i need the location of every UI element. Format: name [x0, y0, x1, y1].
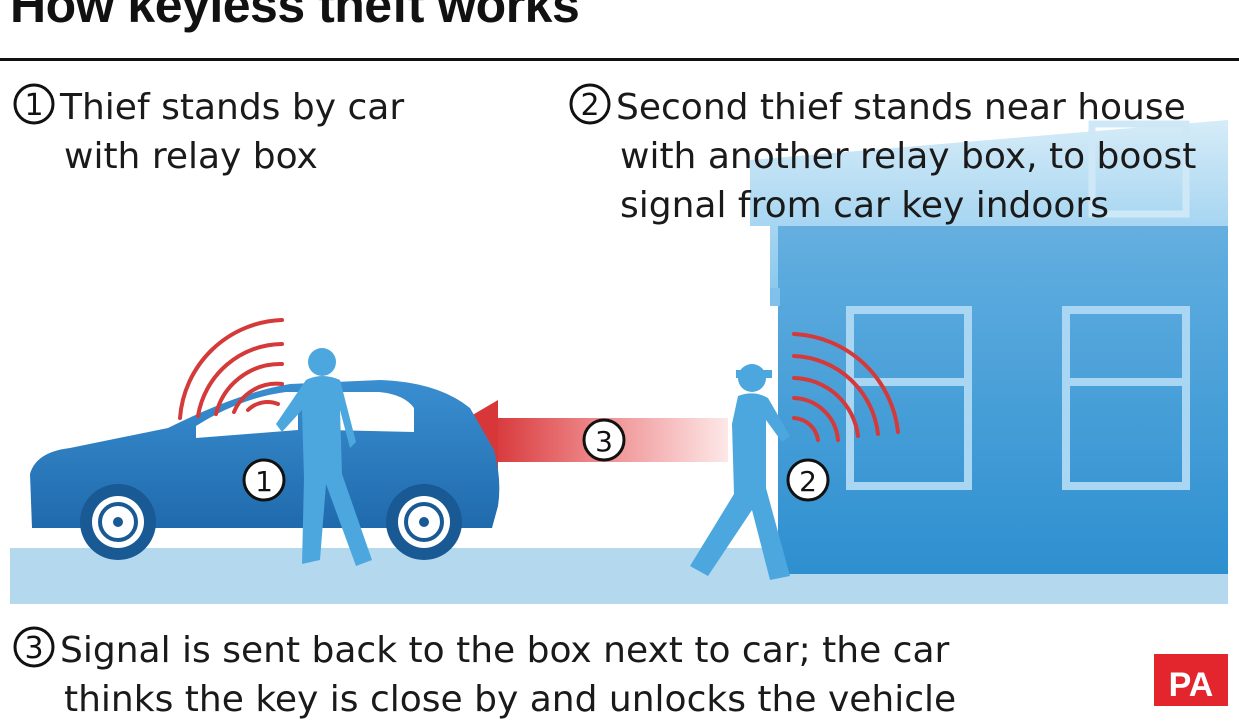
svg-text:2: 2	[580, 88, 599, 123]
thief-1-figure	[276, 348, 372, 566]
step-1-number: 1	[12, 82, 60, 132]
page-title: How keyless theft works	[10, 0, 580, 33]
arrow-step-marker	[582, 418, 626, 462]
car-wheel-front	[80, 484, 156, 560]
keyless-theft-illustration: 3 1	[10, 120, 1228, 604]
title-divider	[0, 58, 1239, 61]
house-upper-window	[1088, 120, 1190, 218]
car-signal-waves	[178, 318, 284, 420]
house	[706, 120, 1228, 574]
car-step-marker	[242, 458, 286, 502]
house-signal-waves	[792, 332, 900, 442]
svg-text:1: 1	[24, 88, 43, 123]
house-step-marker-label: 2	[799, 465, 817, 498]
step-1-caption: 1 Thief stands by car with relay box	[12, 82, 404, 181]
step-3-line-1: Signal is sent back to the box next to c…	[60, 630, 950, 671]
pa-logo: PA	[1154, 654, 1228, 706]
step-2-number: 2	[568, 82, 616, 132]
arrow-step-marker-label: 3	[595, 425, 613, 458]
house-window-right	[1062, 306, 1190, 490]
house-window-left	[846, 306, 972, 490]
house-step-marker	[786, 458, 830, 502]
car-step-marker-label: 1	[255, 465, 273, 498]
svg-text:3: 3	[24, 631, 43, 666]
step-1-line-2: with relay box	[64, 136, 318, 177]
step-2-line-2: with another relay box, to boost	[620, 136, 1197, 177]
thief-2-figure	[690, 364, 790, 580]
step-3-caption: 3 Signal is sent back to the box next to…	[12, 625, 956, 724]
step-3-number: 3	[12, 625, 60, 675]
step-2-line-1: Second thief stands near house	[616, 87, 1186, 128]
car	[30, 380, 500, 560]
step-2-line-3: signal from car key indoors	[620, 185, 1109, 226]
step-1-line-1: Thief stands by car	[60, 87, 405, 128]
step-2-caption: 2 Second thief stands near house with an…	[568, 82, 1196, 230]
car-wheel-rear	[386, 484, 462, 560]
